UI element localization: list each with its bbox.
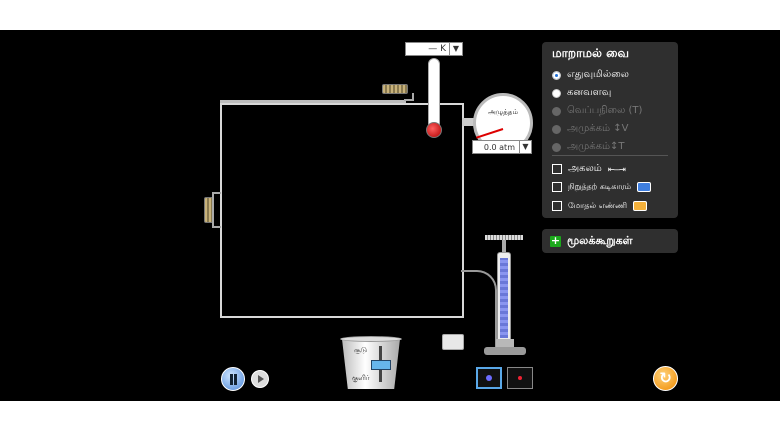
lid-handle-hook [404, 93, 414, 101]
species-label: மூலக்கூறுகள் [567, 233, 633, 247]
radio-volume[interactable]: கனவளவு [552, 86, 611, 100]
checkbox-label: நிறுத்தற் கடிகாரம் [568, 182, 632, 191]
reset-icon[interactable]: ↻ [653, 366, 678, 391]
pump-hose [461, 270, 497, 350]
radio-label: எதுவுமில்லை [567, 69, 629, 80]
light-particle-selector[interactable] [507, 367, 533, 389]
species-panel-toggle[interactable]: + மூலக்கூறுகள் [542, 229, 678, 253]
checkbox-icon[interactable] [552, 164, 562, 174]
gauge-label: அழுத்தம் [487, 108, 518, 116]
checkbox-icon[interactable] [552, 182, 562, 192]
radio-nothing[interactable]: எதுவுமில்லை [552, 68, 629, 82]
panel-divider [552, 155, 668, 156]
pressure-value: 0.0 atm [483, 143, 515, 152]
temperature-value: — K [428, 44, 446, 54]
temperature-readout[interactable]: — K ▼ [405, 42, 463, 56]
radio-icon[interactable] [552, 70, 561, 80]
checkbox-stopwatch[interactable]: நிறுத்தற் கடிகாரம் [552, 180, 652, 194]
thermometer [428, 58, 440, 130]
pressure-readout[interactable]: 0.0 atm ▼ [472, 140, 532, 154]
radio-pressure-v: அமுக்கம் ↕V [552, 122, 628, 136]
radio-pressure-t: அமுக்கம்↕T [552, 140, 625, 154]
radio-icon [552, 106, 561, 116]
panel-title: மாறாமல் வை [552, 46, 629, 60]
simulation-canvas: — K ▼ அழுத்தம் 0.0 atm ▼ மாறாமல் வை எதுவ… [0, 30, 780, 401]
step-button[interactable] [251, 370, 269, 388]
lid-handle[interactable] [382, 84, 408, 94]
pump-base [484, 347, 526, 355]
heat-label: சூடு [354, 346, 367, 354]
container-lid[interactable] [220, 100, 406, 104]
bucket-rim [340, 336, 402, 342]
radio-label: கனவளவு [567, 87, 612, 98]
radio-icon[interactable] [552, 88, 561, 98]
pump-neck [496, 339, 514, 348]
radio-temperature: வெப்பநிலை (T) [552, 104, 642, 118]
pump-rod [502, 240, 506, 254]
checkbox-collision-counter[interactable]: மோதல் எண்ணி [552, 199, 648, 213]
chevron-down-icon[interactable]: ▼ [449, 43, 462, 55]
gauge-connector [462, 118, 475, 126]
radio-label: அமுக்கம்↕T [567, 141, 625, 152]
gas-container [220, 103, 464, 318]
heavy-particle-selector[interactable] [476, 367, 502, 389]
checkbox-label: மோதல் எண்ணி [568, 201, 628, 210]
checkbox-icon[interactable] [552, 201, 562, 211]
pump-particles [500, 258, 508, 338]
wall-handle-bracket [212, 192, 221, 228]
chevron-down-icon[interactable]: ▼ [519, 141, 531, 153]
checkbox-width[interactable]: அகலம் ⇤‑‑‑⇥ [552, 162, 626, 176]
cool-label: குளிர் [352, 374, 370, 382]
radio-icon [552, 124, 561, 134]
thermometer-bulb [426, 122, 442, 138]
checkbox-label: அகலம் [568, 163, 602, 174]
plus-icon[interactable]: + [550, 233, 561, 247]
pump-handle[interactable] [485, 235, 523, 240]
radio-icon [552, 142, 561, 152]
collision-counter-icon [633, 201, 648, 211]
radio-label: அமுக்கம் ↕V [567, 123, 629, 134]
hold-constant-panel: மாறாமல் வை எதுவுமில்லை கனவளவு வெப்பநிலை … [542, 42, 678, 218]
radio-label: வெப்பநிலை (T) [567, 105, 643, 116]
eraser-button[interactable] [442, 334, 464, 350]
stopwatch-icon [637, 182, 652, 192]
heat-slider-thumb[interactable] [371, 360, 391, 370]
pause-button[interactable] [221, 367, 245, 391]
ruler-icon: ⇤‑‑‑⇥ [607, 164, 626, 174]
